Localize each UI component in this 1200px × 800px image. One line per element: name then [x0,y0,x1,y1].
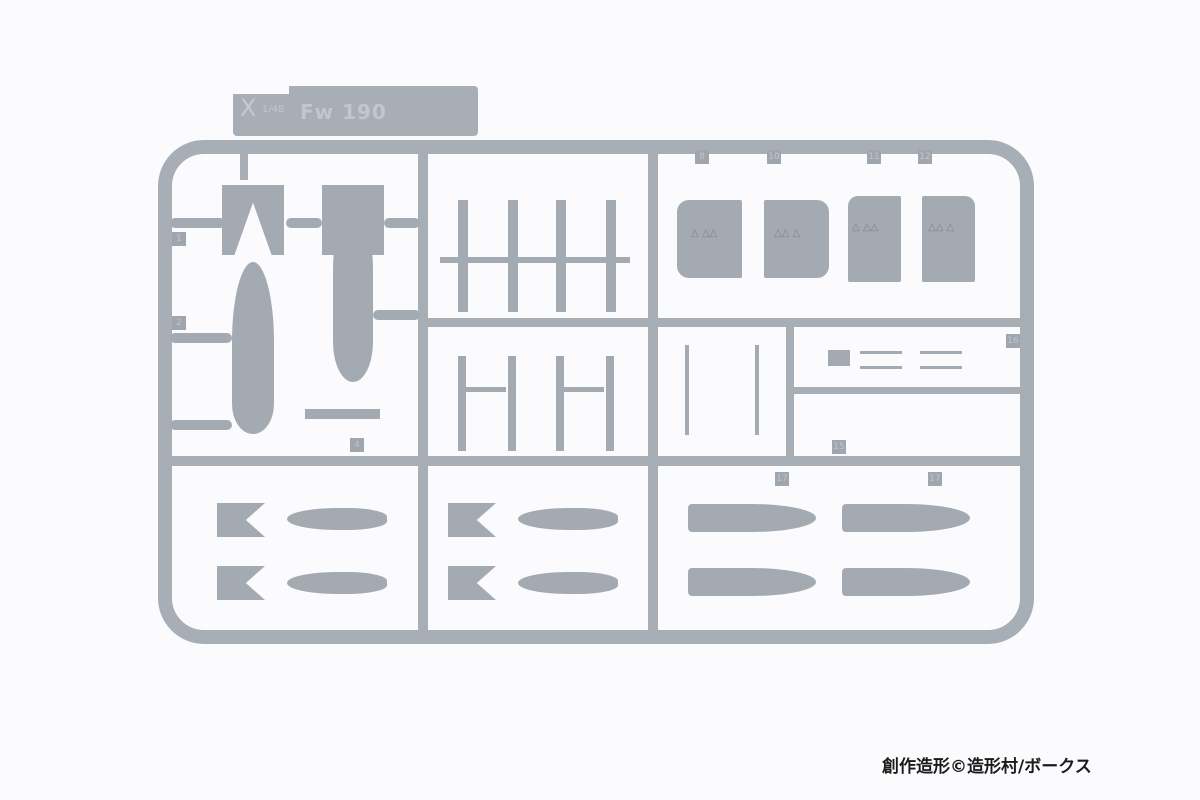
sprue-tag-notch [233,86,289,94]
bomb-body [333,210,373,382]
part-number: 4 [350,438,364,452]
brand-logo-icon: X [240,94,257,122]
small-bomb [287,508,387,530]
armor-plate: △△ △ [764,200,829,278]
sprue-rail [418,140,428,644]
large-bomb [688,504,816,532]
armor-plate: △△ △ [922,196,975,282]
strut [458,356,466,451]
part-number: 17 [928,472,942,486]
armor-plate: △ △△ [848,196,901,282]
sprue-gate [286,218,322,228]
strut [508,356,516,451]
large-bomb [842,568,970,596]
bomb-rack [305,409,380,419]
sprue-rail [786,327,794,457]
sprue-gate [384,218,420,228]
strut [556,200,566,312]
small-part [860,351,902,354]
sprue-frame [158,140,1034,644]
part-number: 10 [767,150,781,164]
strut [606,356,614,451]
small-part [860,366,902,369]
strut [458,200,468,312]
strut-connector [564,387,604,392]
sprue-gate [170,218,225,228]
small-part [828,350,850,366]
small-bomb [518,572,618,594]
small-bomb [518,508,618,530]
part-number: 17 [775,472,789,486]
sprue-tag-title: Fw 190 [300,100,387,124]
part-number: 15 [832,440,846,454]
sprue-rail [158,456,1034,466]
bomb-body [232,262,274,434]
small-part [920,351,962,354]
sprue-rail [240,140,248,180]
part-number: 11 [867,150,881,164]
sprue-tag [233,86,478,136]
sprue-gate [373,310,420,320]
armor-plate: △ △△ [677,200,742,278]
part-number: 16 [1006,334,1020,348]
part-number: 12 [918,150,932,164]
sprue-rail [794,387,1020,394]
copyright-credit: 創作造形©造形村/ボークス [882,757,1092,777]
large-bomb [688,568,816,596]
strut [556,356,564,451]
sprue-rail [428,318,1020,327]
sprue-gate [170,420,232,430]
strut [606,200,616,312]
part-number: 2 [172,316,186,330]
small-bomb [287,572,387,594]
small-part [920,366,962,369]
strut [508,200,518,312]
strut-connector [440,257,630,263]
sprue-tag-scale: 1/48 [262,104,285,115]
large-bomb [842,504,970,532]
part-number: 8 [695,150,709,164]
strut-connector [466,387,506,392]
small-part [685,345,689,435]
sprue-rail [648,140,658,644]
part-number: 1 [172,232,186,246]
small-part [755,345,759,435]
sprue-gate [170,333,232,343]
